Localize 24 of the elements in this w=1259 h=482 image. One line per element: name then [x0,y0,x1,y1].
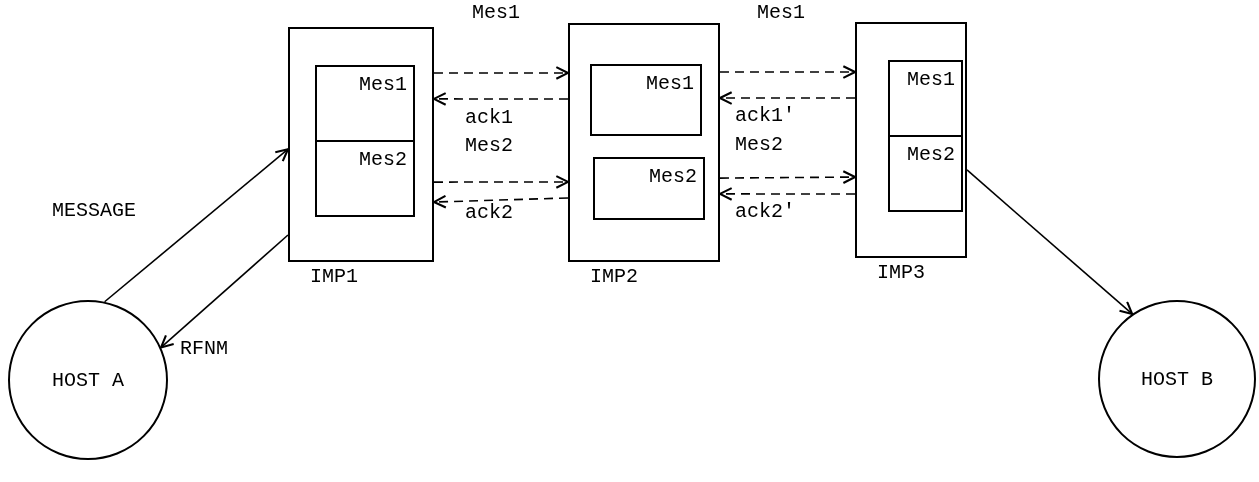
message-label: Mes1 [646,72,694,95]
message-label: Mes1 [359,73,407,96]
message-label: Mes2 [649,165,697,188]
arrow [433,175,570,189]
node-label: IMP2 [590,265,638,288]
message-label: Mes2 [359,148,407,171]
message-label: Mes1 [907,68,955,91]
arrow [966,169,1134,315]
arrow [433,66,570,80]
message-buffer-box [315,140,415,217]
message-buffer-box [315,65,415,142]
node-label: IMP3 [877,261,925,284]
message-buffer-box [888,60,963,137]
arrow [103,148,290,303]
node-label: IMP1 [310,265,358,288]
arrow [160,234,289,349]
host-label: HOST B [1141,367,1213,391]
arrow [719,65,857,79]
message-buffer-box [888,135,963,212]
message-buffer-box [593,157,705,220]
message-buffer-box [590,64,702,136]
host-label: HOST A [52,368,124,392]
message-label: Mes2 [907,143,955,166]
arrow [719,170,857,185]
